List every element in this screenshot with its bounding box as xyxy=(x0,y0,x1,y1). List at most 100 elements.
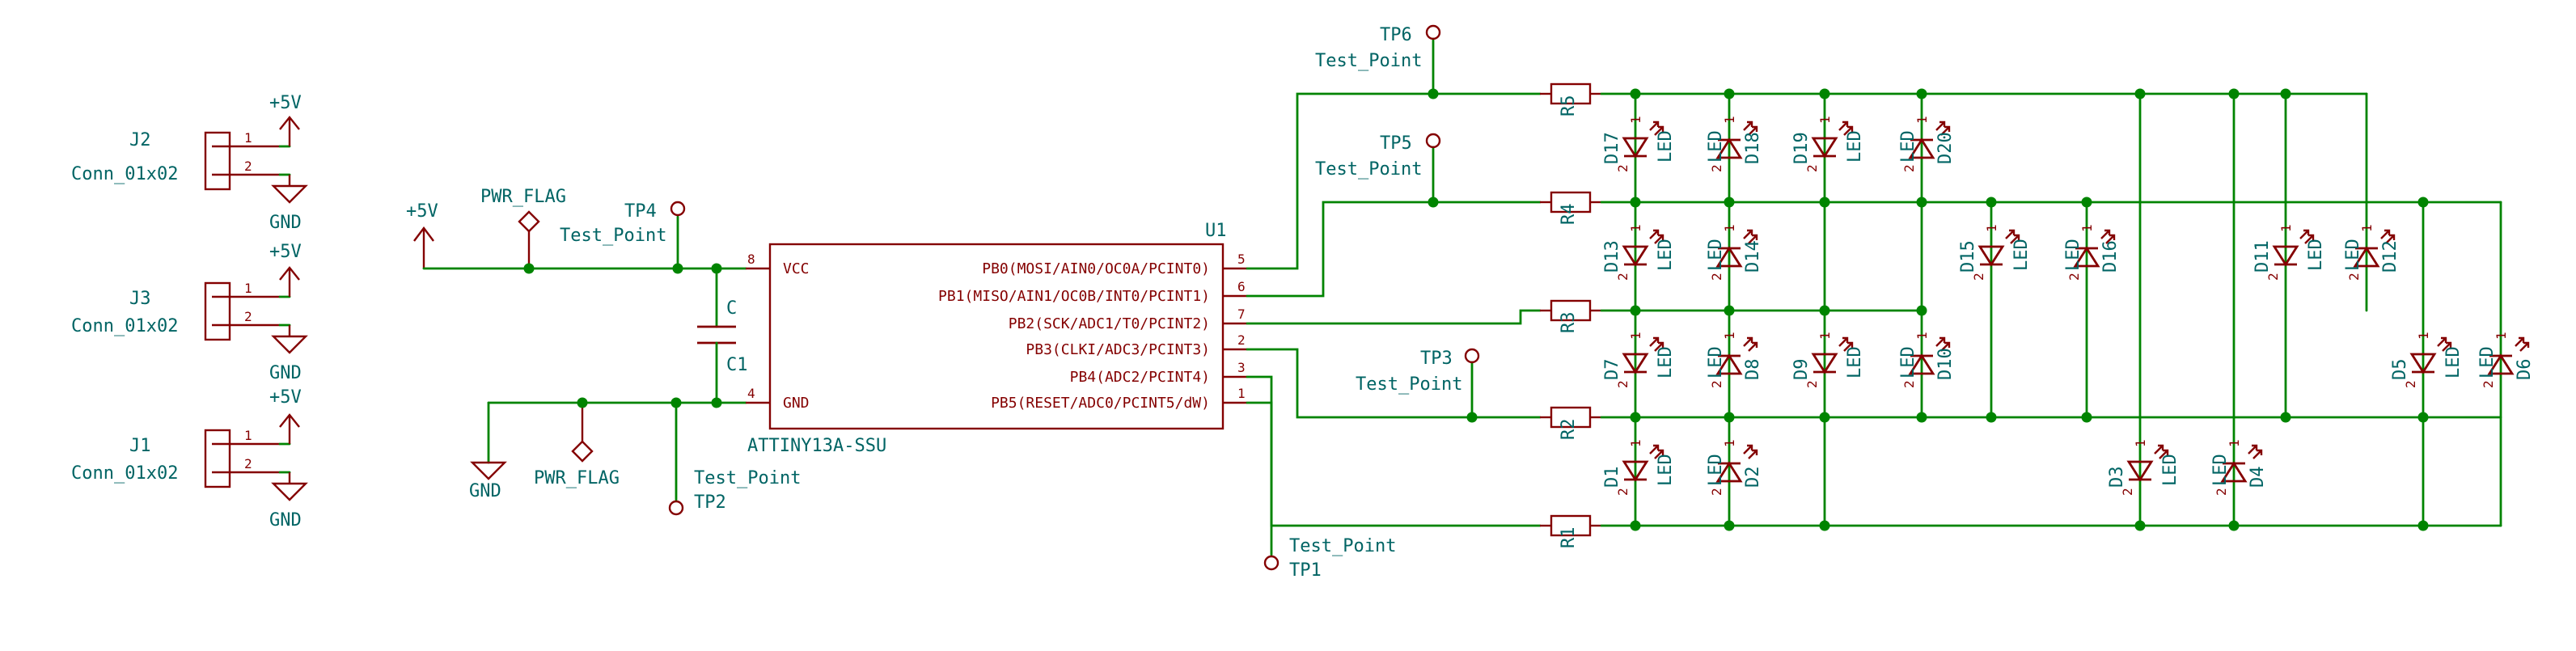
ic-u1[interactable]: U1 ATTINY13A-SSU 8 VCC 4 GND 5 PB0(MOSI/… xyxy=(746,221,1247,456)
resistor-ref: R4 xyxy=(1559,204,1579,226)
vcc-arrow-icon xyxy=(413,226,434,242)
resistor-r1[interactable]: R1 xyxy=(1540,514,1601,549)
led-pin2: 2 xyxy=(1709,164,1724,172)
ground-icon xyxy=(271,335,308,354)
connector-j2[interactable]: J2 Conn_01x02 1 2 +5V GND xyxy=(71,93,308,233)
j1-gnd-label: GND xyxy=(269,510,302,531)
led-ref: D8 xyxy=(1743,359,1763,381)
ground-icon xyxy=(470,461,507,480)
junction-dot xyxy=(2081,197,2092,208)
resistor-ref: R3 xyxy=(1559,312,1579,334)
led-pin1: 1 xyxy=(2079,224,2095,232)
led-pin1: 1 xyxy=(1722,116,1737,124)
test-point-tp6[interactable]: TP6 Test_Point xyxy=(1315,24,1441,95)
resistor-ref: R1 xyxy=(1559,527,1579,549)
test-point-icon xyxy=(1425,24,1441,40)
junction-dot xyxy=(1630,88,1641,99)
junction-dot xyxy=(1916,88,1927,99)
connector-j3[interactable]: J3 Conn_01x02 1 2 +5V GND xyxy=(71,242,308,383)
led-ref: D9 xyxy=(1791,359,1812,381)
pin-gnd-label: GND xyxy=(783,395,810,412)
led-pin1: 1 xyxy=(1722,439,1737,447)
resistor-r5[interactable]: R5 xyxy=(1540,82,1601,116)
vcc-power-symbol[interactable]: +5V xyxy=(406,201,438,268)
resistor-r3[interactable]: R3 xyxy=(1540,299,1601,334)
pin-pb3-label: PB3(CLKI/ADC3/PCINT3) xyxy=(1026,341,1210,358)
led-ref: D3 xyxy=(2107,467,2127,488)
svg-text:5: 5 xyxy=(1237,252,1246,267)
junction-dot xyxy=(1986,197,1997,208)
test-point-tp1[interactable]: Test_Point TP1 xyxy=(1263,536,1396,581)
led-pin2: 2 xyxy=(1615,488,1631,496)
gnd-power-symbol[interactable]: GND xyxy=(469,401,507,501)
led-value: LED xyxy=(2011,239,2032,271)
junction-dot xyxy=(711,397,722,408)
junction-dot xyxy=(2228,520,2240,531)
u1-value: ATTINY13A-SSU xyxy=(747,436,886,456)
vcc-arrow-icon xyxy=(279,413,300,428)
light-emission-icon xyxy=(1743,229,1758,244)
j2-ref: J2 xyxy=(129,130,151,150)
tp4-ref: TP4 xyxy=(624,201,657,222)
net-junctions xyxy=(523,88,2429,531)
junction-dot xyxy=(711,263,722,274)
light-emission-icon xyxy=(1649,120,1664,136)
test-point-tp2[interactable]: Test_Point TP2 xyxy=(668,401,801,516)
led-pin2: 2 xyxy=(2066,273,2082,281)
test-point-icon xyxy=(1263,555,1280,571)
junction-dot xyxy=(2228,88,2240,99)
junction-dot xyxy=(1724,520,1735,531)
resistor-r2[interactable]: R2 xyxy=(1540,406,1601,440)
led-pin1: 1 xyxy=(1628,439,1643,447)
junction-dot xyxy=(2134,88,2146,99)
capacitor-c1[interactable]: C C1 xyxy=(697,267,748,404)
led-pin2: 2 xyxy=(2403,380,2418,388)
j2-power-label: +5V xyxy=(269,93,302,113)
svg-text:7: 7 xyxy=(1237,306,1246,322)
pwr-flag-top[interactable]: PWR_FLAG xyxy=(480,187,566,268)
junction-dot xyxy=(2417,197,2429,208)
test-point-tp4[interactable]: TP4 Test_Point xyxy=(560,201,686,270)
j2-value: Conn_01x02 xyxy=(71,164,178,184)
j3-gnd-label: GND xyxy=(269,363,302,383)
led-pin2: 2 xyxy=(1615,273,1631,281)
led-ref: D13 xyxy=(1602,240,1622,273)
junction-dot xyxy=(2417,520,2429,531)
connector-j1[interactable]: J1 Conn_01x02 1 2 +5V GND xyxy=(71,387,308,531)
led-value: LED xyxy=(1845,130,1865,163)
led-pin2: 2 xyxy=(1615,164,1631,172)
junction-dot xyxy=(1819,197,1830,208)
resistor-r4[interactable]: R4 xyxy=(1540,191,1601,226)
junction-dot xyxy=(577,397,588,408)
test-point-tp5[interactable]: TP5 Test_Point xyxy=(1315,133,1441,204)
test-point-tp3[interactable]: TP3 Test_Point xyxy=(1356,348,1480,419)
light-emission-icon xyxy=(1935,120,1951,136)
vcc-label: +5V xyxy=(406,201,438,222)
pwr-flag-icon xyxy=(571,440,594,463)
junction-dot xyxy=(1819,305,1830,316)
junction-dot xyxy=(1630,520,1641,531)
pwr-flag-bottom[interactable]: PWR_FLAG xyxy=(534,403,620,488)
test-point-icon xyxy=(670,201,686,217)
